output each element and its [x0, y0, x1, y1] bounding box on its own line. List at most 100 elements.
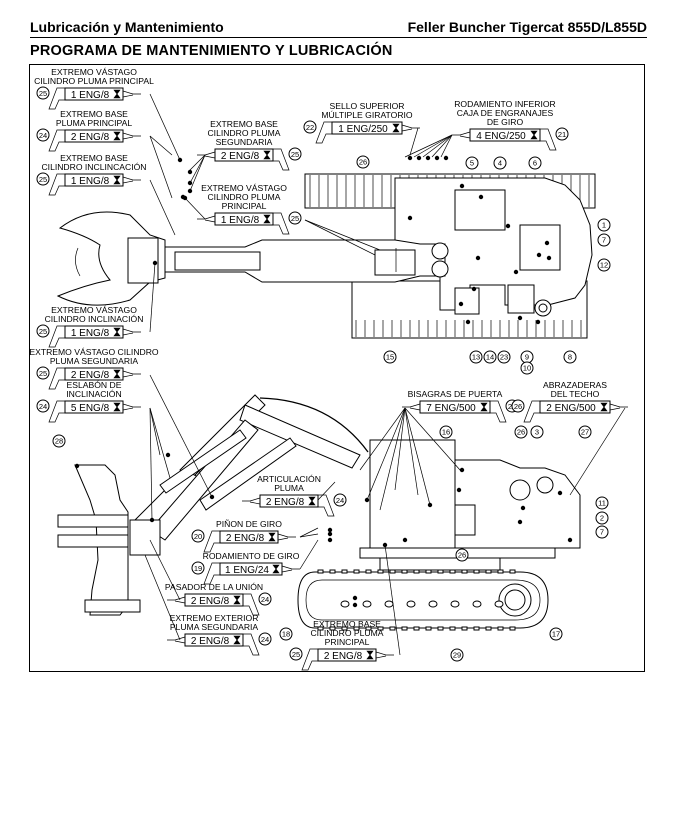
grease-interval: 1 ENG/24 — [225, 565, 269, 576]
grease-point — [517, 315, 523, 321]
callout-label: RODAMIENTO DE GIRO — [203, 551, 300, 561]
item-number: 17 — [552, 630, 560, 639]
callout-label: DEL TECHO — [551, 389, 600, 399]
leader-line — [440, 134, 453, 158]
callout-label: EXTREMO BASE — [60, 109, 128, 119]
item-number-marker: 3 — [530, 425, 544, 439]
leader-line — [184, 197, 206, 220]
leader-line — [404, 407, 419, 496]
grease-gun-icon — [452, 128, 557, 151]
item-number-marker: 26 — [514, 425, 528, 439]
grease-gun-icon — [203, 530, 296, 553]
grease-gun-icon — [48, 87, 141, 110]
grease-point — [427, 502, 433, 508]
item-number-marker: 4 — [493, 156, 507, 170]
leader-line — [404, 407, 431, 506]
grease-interval: 7 ENG/500 — [426, 403, 476, 414]
grease-interval: 1 ENG/250 — [338, 124, 388, 135]
grease-point — [149, 517, 155, 523]
top-view-machine — [56, 173, 596, 339]
grease-point — [352, 602, 358, 608]
reference-number-circle: 21 — [555, 127, 569, 141]
hourglass-icon — [113, 131, 121, 141]
grease-point — [465, 319, 471, 325]
leader-line — [359, 407, 406, 471]
header-section-title: Lubricación y Mantenimiento — [30, 19, 224, 35]
reference-number: 24 — [39, 131, 47, 140]
reference-number-circle: 26 — [511, 399, 525, 413]
item-number: 6 — [533, 159, 537, 168]
item-number-marker: 7 — [595, 525, 609, 539]
callout-label: EXTREMO BASE — [313, 619, 381, 629]
callout-label: CILINDRO PLUMA — [207, 192, 280, 202]
callout-label: PASADOR DE LA UNIÓN — [165, 582, 263, 592]
grease-point — [209, 494, 215, 500]
leader-line — [144, 554, 181, 641]
grease-callout: BISAGRAS DE PUERTA267 ENG/500 — [402, 389, 519, 423]
leader-line — [149, 407, 161, 456]
item-number-marker: 6 — [528, 156, 542, 170]
grease-point — [416, 155, 422, 161]
grease-interval: 5 ENG/8 — [71, 403, 110, 414]
grease-interval: 2 ENG/8 — [266, 497, 305, 508]
grease-point — [152, 260, 158, 266]
hourglass-icon — [263, 214, 271, 224]
callout-label: PIÑON DE GIRO — [216, 519, 282, 529]
reference-number-circle: 25 — [289, 647, 303, 661]
callout-label: EXTREMO VÁSTAGO — [51, 67, 137, 77]
leader-line — [149, 539, 181, 601]
header-divider — [30, 37, 647, 38]
grease-point — [513, 269, 519, 275]
callout-label: PLUMA PRINCIPAL — [56, 118, 132, 128]
hourglass-icon — [308, 496, 316, 506]
item-number-marker: 15 — [383, 350, 397, 364]
callout-label: ESLABÓN DE — [67, 380, 122, 390]
leader-line — [149, 135, 173, 156]
item-number: 4 — [498, 159, 502, 168]
reference-number-circle: 25 — [36, 366, 50, 380]
upper-structure — [394, 177, 593, 311]
grease-point — [327, 527, 333, 533]
hourglass-icon — [480, 402, 488, 412]
grease-interval: 4 ENG/250 — [476, 131, 526, 142]
callout-label: PRINCIPAL — [325, 637, 370, 647]
grease-point — [544, 240, 550, 246]
grease-point — [407, 155, 413, 161]
grease-point — [187, 180, 193, 186]
grease-interval: 2 ENG/8 — [71, 370, 110, 381]
grease-point — [327, 537, 333, 543]
item-number-marker: 2 — [595, 511, 609, 525]
hourglass-icon — [113, 402, 121, 412]
callout-label: RODAMIENTO INFERIOR — [454, 99, 556, 109]
item-number: 26 — [517, 428, 525, 437]
leader-line — [149, 407, 153, 521]
reference-number-circle: 24 — [258, 592, 272, 606]
callout-label: SELLO SUPERIOR — [330, 101, 405, 111]
item-number: 3 — [535, 428, 539, 437]
item-number-marker: 11 — [595, 496, 609, 510]
grease-gun-icon — [48, 129, 141, 152]
reference-number: 26 — [514, 402, 522, 411]
reference-number-circle: 22 — [303, 120, 317, 134]
item-number: 27 — [581, 428, 589, 437]
callout-label: CILINDRO INCLINCACIÓN — [41, 162, 146, 172]
leader-line — [366, 407, 406, 501]
item-number: 26 — [359, 158, 367, 167]
reference-number-circle: 25 — [36, 172, 50, 186]
item-number-marker: 28 — [52, 434, 66, 448]
leader-line — [431, 134, 453, 158]
grease-gun-icon — [48, 325, 141, 348]
grease-point — [352, 595, 358, 601]
leader-line — [379, 407, 406, 511]
leader-line — [189, 154, 206, 192]
grease-point — [177, 157, 183, 163]
callout-label: EXTREMO VÁSTAGO — [51, 305, 137, 315]
callout-label: EXTREMO VÁSTAGO CILINDRO — [29, 347, 159, 357]
